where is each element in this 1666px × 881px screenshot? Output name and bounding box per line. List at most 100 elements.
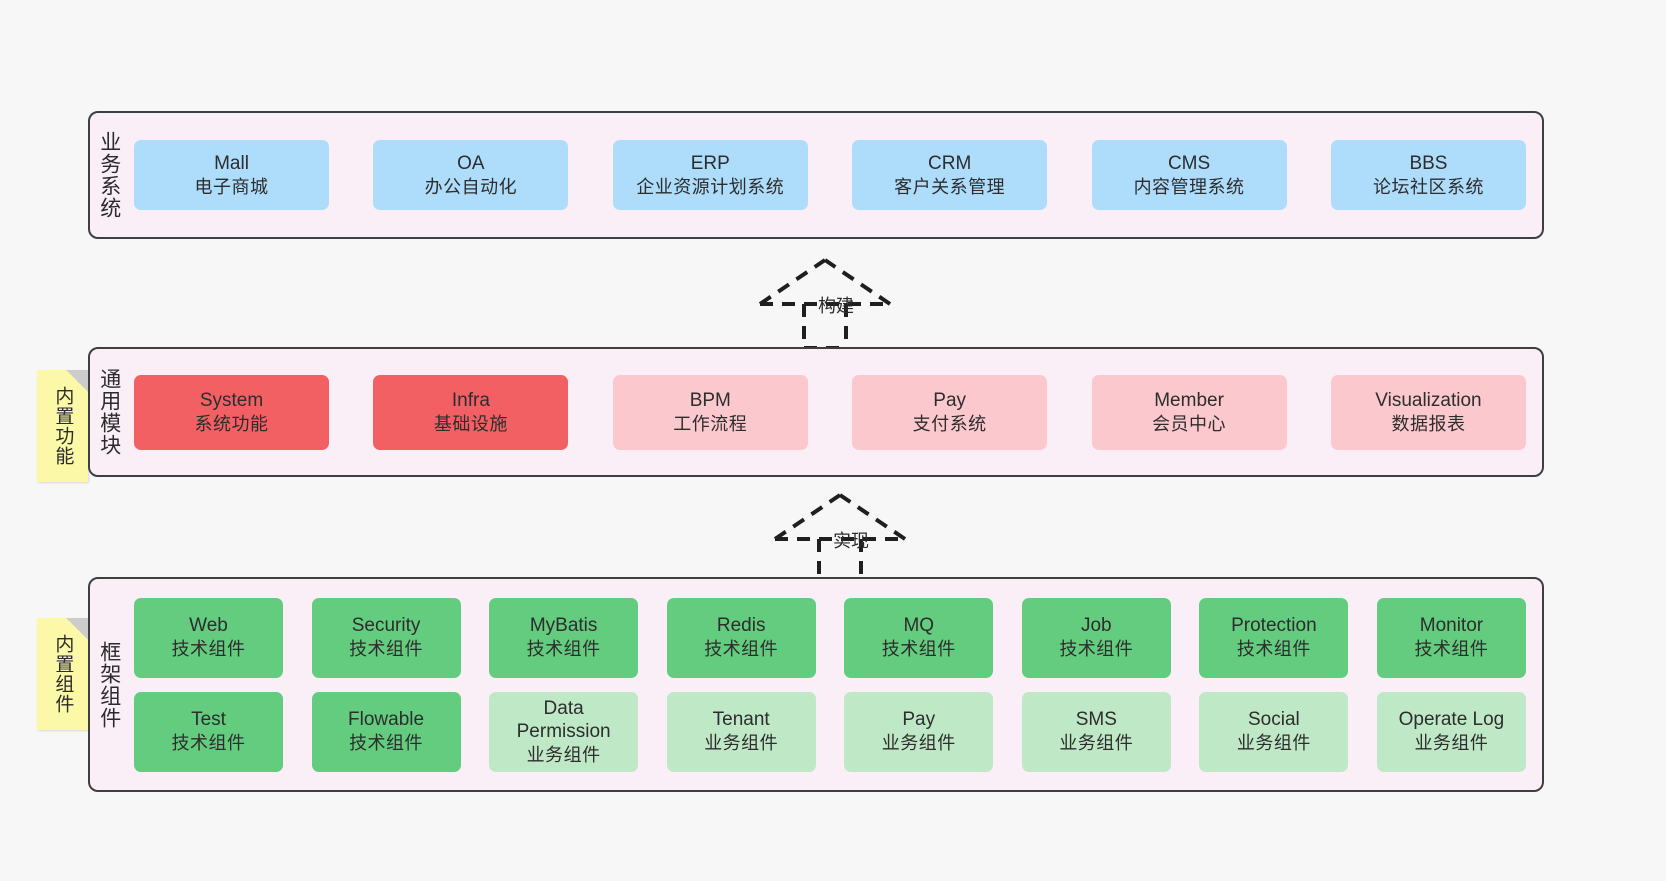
arrow-build: 构建 <box>740 252 940 352</box>
arrow-build-label: 构建 <box>818 296 854 316</box>
card-title-en: SMS <box>1075 709 1117 731</box>
card-title-cn: 系统功能 <box>194 413 269 434</box>
card-title-cn: 论坛社区系统 <box>1372 176 1484 197</box>
card-title-cn: 会员中心 <box>1152 413 1227 434</box>
card-title-en: Security <box>351 615 421 637</box>
card-title-cn: 业务组件 <box>704 733 779 754</box>
card-title-en: System <box>199 389 264 411</box>
card-title-cn: 基础设施 <box>433 413 508 434</box>
card-title-en: Job <box>1080 615 1112 637</box>
card-title-cn: 技术组件 <box>349 733 424 754</box>
card-title-cn: 技术组件 <box>1414 639 1489 660</box>
card-title-en: CRM <box>928 152 972 174</box>
card-title-en: OA <box>457 152 485 174</box>
card-title-cn: 业务组件 <box>1059 733 1134 754</box>
card-title-en: Test <box>191 709 226 731</box>
card-title-cn: 业务组件 <box>1236 733 1311 754</box>
card-title-cn: 技术组件 <box>704 639 779 660</box>
layer-business-system-title: 业务系统 <box>97 131 121 219</box>
card-title-cn: 数据报表 <box>1391 413 1466 434</box>
card-title-en: Protection <box>1231 615 1317 637</box>
card-title-cn: 办公自动化 <box>424 176 518 197</box>
arrow-implement: 实现 <box>755 487 955 587</box>
card-title-en: Monitor <box>1419 615 1484 637</box>
card-title-en: Web <box>189 615 228 637</box>
card-title-en: ERP <box>690 152 730 174</box>
arrow-build-head-left <box>758 258 827 306</box>
card-title-cn: 支付系统 <box>912 413 987 434</box>
card-title-cn: 技术组件 <box>171 639 246 660</box>
arrow-implement-label: 实现 <box>833 531 869 551</box>
card-title-cn: 客户关系管理 <box>894 176 1006 197</box>
card-title-en: Redis <box>716 615 766 637</box>
card-title-cn: 技术组件 <box>349 639 424 660</box>
card-title-en: Member <box>1154 389 1224 411</box>
card-title-cn: 技术组件 <box>881 639 956 660</box>
sticky-note-builtin-features-label: 内置功能 <box>52 386 74 466</box>
card-title-cn: 企业资源计划系统 <box>636 176 785 197</box>
card-title-en: Data Permission <box>516 697 611 743</box>
card-title-en: Pay <box>902 709 936 731</box>
card-title-en: MyBatis <box>529 615 598 637</box>
card-title-en: Pay <box>933 389 967 411</box>
card-title-cn: 技术组件 <box>1236 639 1311 660</box>
layer-framework-components-title: 框架组件 <box>97 640 121 729</box>
card-title-cn: 业务组件 <box>526 745 601 765</box>
card-title-en: Visualization <box>1375 389 1482 411</box>
card-title-cn: 技术组件 <box>171 733 246 754</box>
card-title-en: Infra <box>451 389 490 411</box>
card-title-en: MQ <box>903 615 935 637</box>
layer-common-modules-title: 通用模块 <box>97 368 121 456</box>
sticky-note-builtin-components: 内置组件 <box>37 618 88 730</box>
card-title-en: Social <box>1248 709 1300 731</box>
card-title-cn: 电子商城 <box>194 176 269 197</box>
arrow-implement-head-left <box>773 493 842 541</box>
card-title-cn: 工作流程 <box>673 413 748 434</box>
sticky-fold-corner-icon <box>66 618 88 640</box>
sticky-fold-corner-icon <box>66 370 88 392</box>
card-title-en: Tenant <box>712 709 770 731</box>
card-title-cn: 业务组件 <box>1414 733 1489 754</box>
card-title-en: CMS <box>1167 152 1211 174</box>
card-title-cn: 业务组件 <box>881 733 956 754</box>
